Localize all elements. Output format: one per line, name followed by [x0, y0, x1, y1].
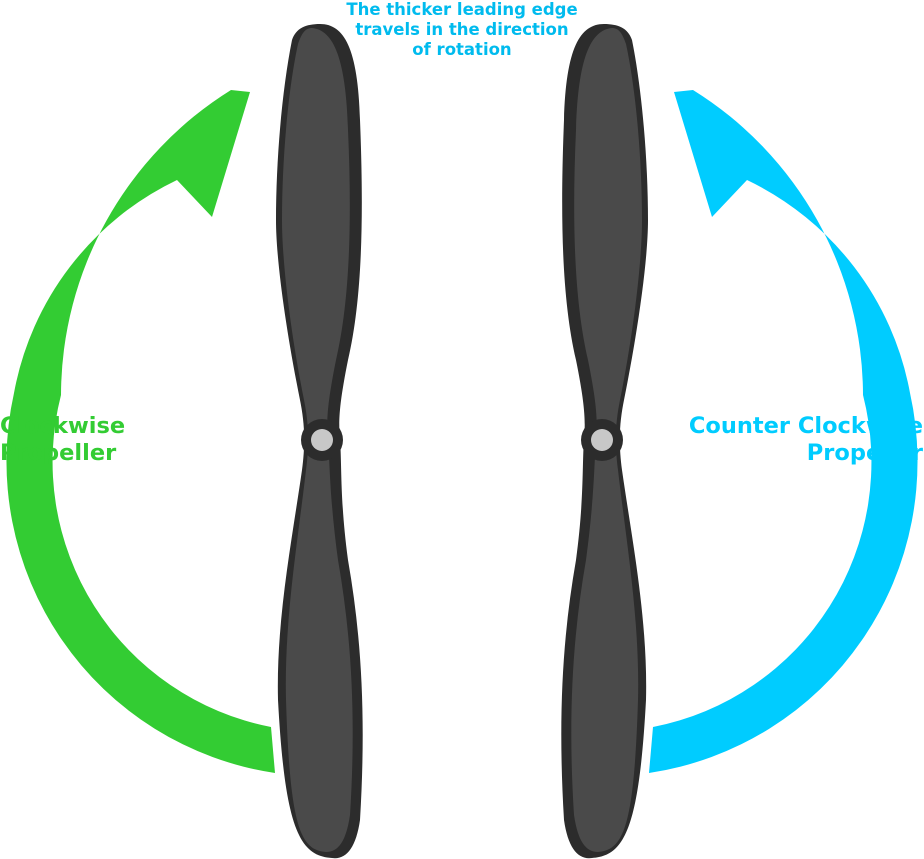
clockwise-label-line-1: Clockwise: [0, 413, 126, 439]
clockwise-label-line-2: Propeller: [0, 439, 117, 466]
clockwise-arrow-arc: [6, 90, 275, 773]
counter-clockwise-propeller-hub-cap: [591, 429, 613, 451]
clockwise-propeller-hub-cap: [311, 429, 333, 451]
counter-clockwise-propeller-icon: [561, 24, 648, 859]
counter-clockwise-label-line-2: Propeller: [806, 439, 923, 466]
rotation-caption: The thicker leading edge travels in the …: [322, 0, 602, 60]
counter-clockwise-arrow-icon: [649, 90, 918, 773]
counter-clockwise-label-line-1: Counter Clockwise: [688, 413, 923, 439]
caption-line-2: travels in the direction: [355, 20, 569, 40]
counter-clockwise-arrow-arc: [649, 90, 918, 773]
counter-clockwise-propeller-label: Counter Clockwise Propeller: [689, 413, 923, 466]
clockwise-propeller-icon: [276, 24, 363, 859]
clockwise-propeller-label: Clockwise Propeller: [0, 413, 125, 466]
caption-line-3: of rotation: [412, 40, 512, 60]
caption-line-1: The thicker leading edge: [346, 0, 578, 19]
clockwise-arrow-icon: [6, 90, 275, 773]
